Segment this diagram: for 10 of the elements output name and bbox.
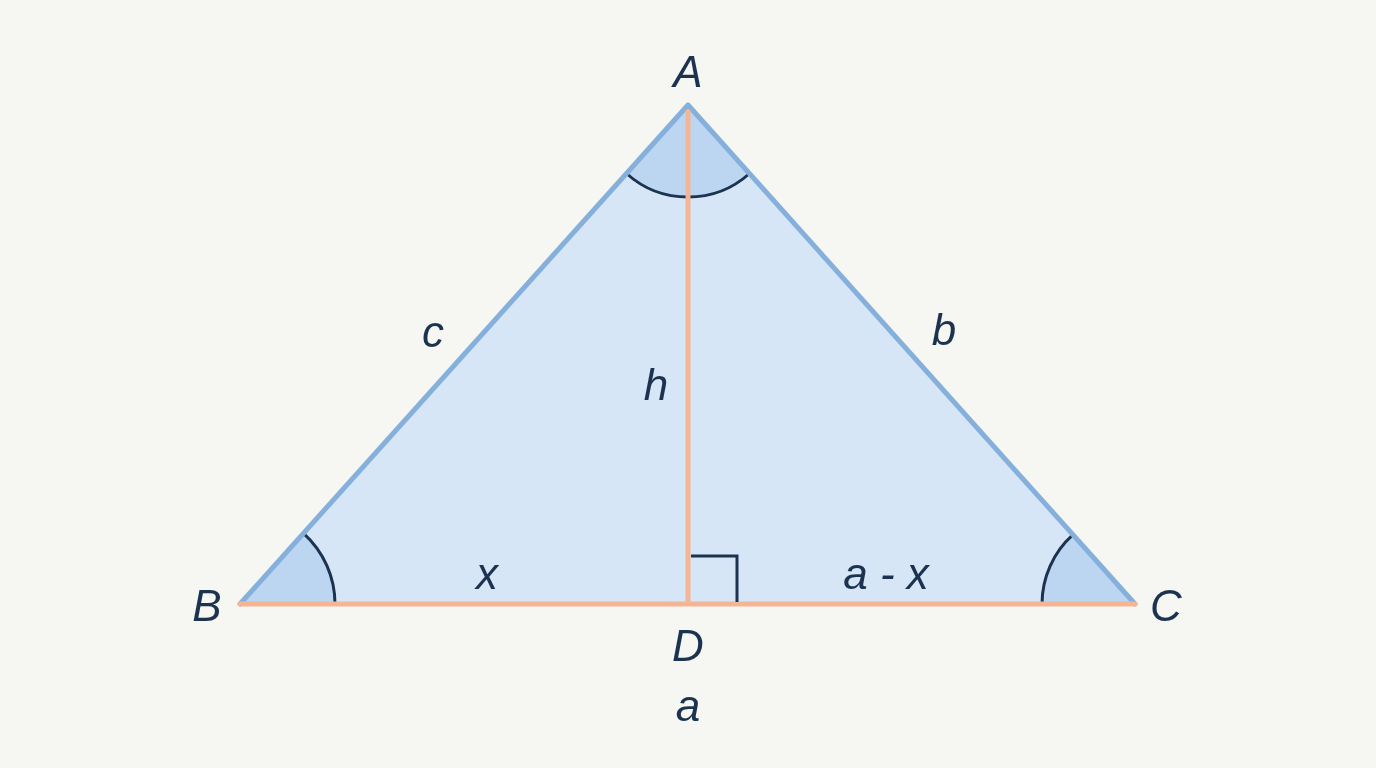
side-label: a — [675, 684, 701, 728]
side-label: c — [422, 310, 444, 354]
segment-label: a - x — [843, 552, 929, 596]
foot-label: D — [672, 624, 704, 668]
side-label: b — [931, 308, 957, 352]
vertex-label: B — [192, 584, 222, 628]
vertex-label: A — [673, 50, 703, 94]
segment-label: x — [476, 552, 498, 596]
height-label: h — [643, 363, 669, 407]
vertex-label: C — [1150, 584, 1182, 628]
